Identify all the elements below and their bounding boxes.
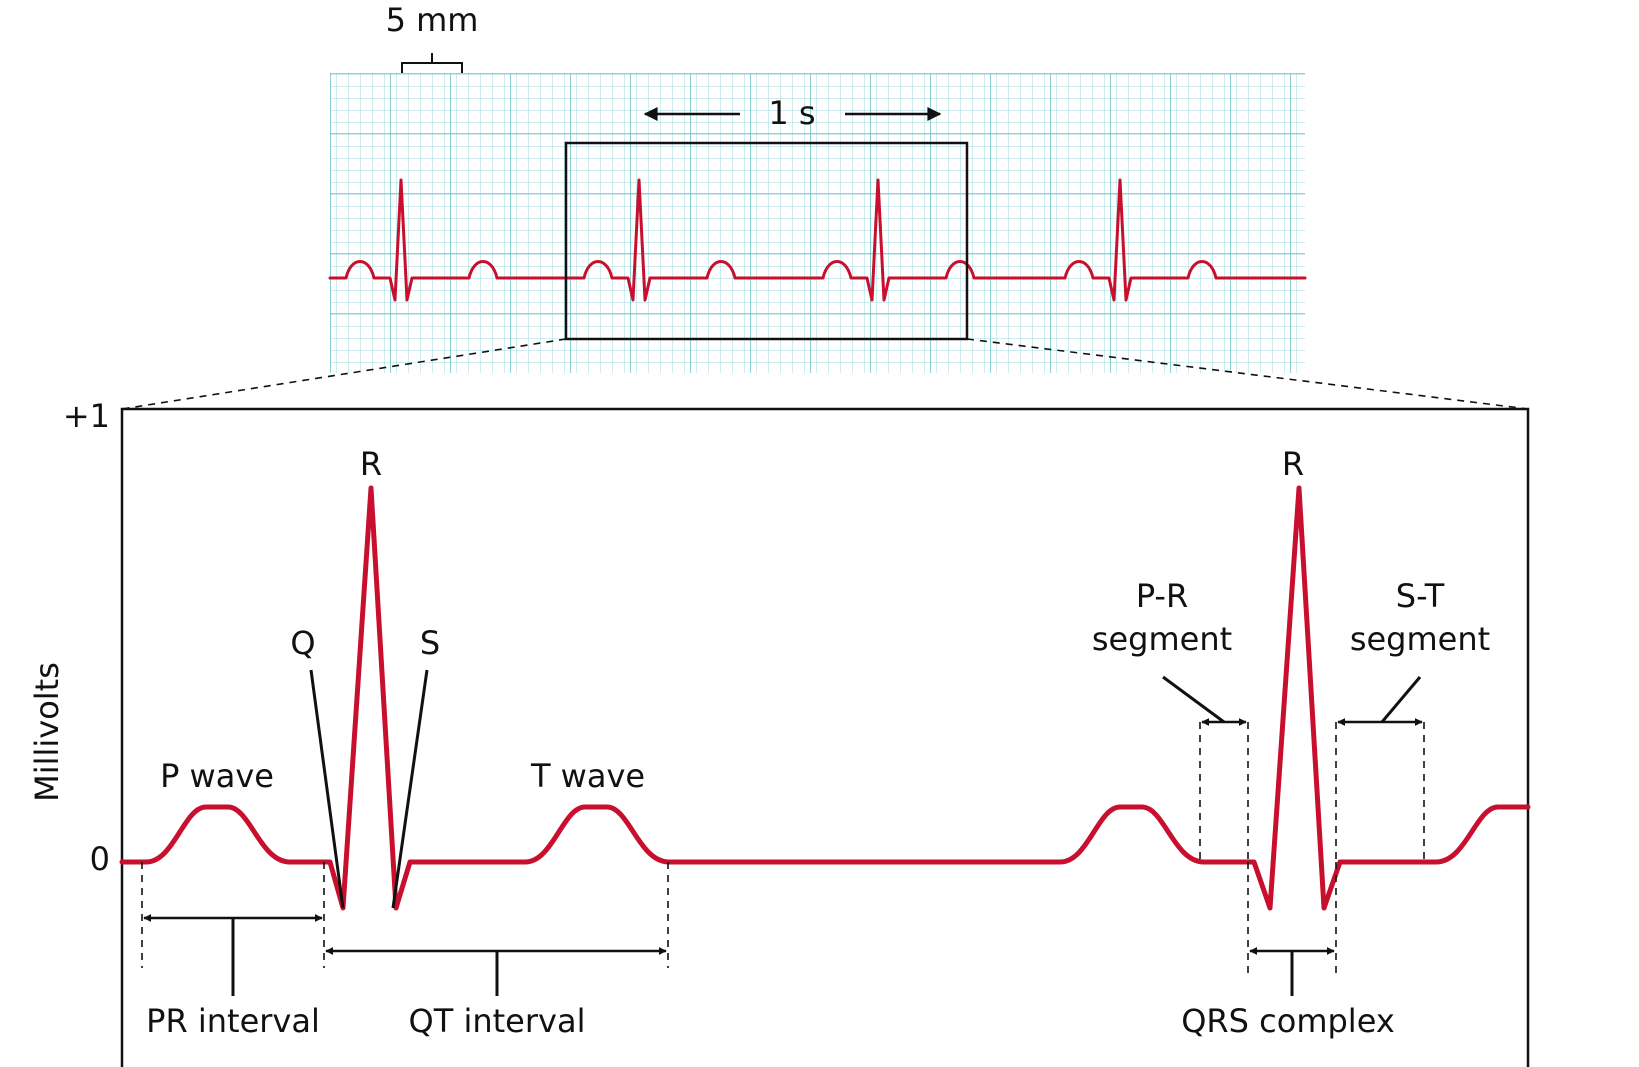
st-segment-leader — [1380, 676, 1422, 723]
pr-segment-leader — [1162, 675, 1225, 724]
time-label: 1 s — [768, 94, 815, 132]
r-peak-label-second: R — [1282, 445, 1304, 483]
strip-ecg-trace — [328, 178, 1307, 302]
detail-ecg-trace — [119, 485, 1531, 911]
p-wave-label: P wave — [160, 757, 274, 795]
s-pointer — [391, 669, 429, 909]
zoom-line-right — [966, 338, 1529, 410]
pr-segment-label-line2: segment — [1092, 620, 1232, 658]
y-axis-top-tick-label: +1 — [63, 397, 110, 435]
magnified-region-box — [564, 141, 969, 341]
ecg-strip: 5 mm 1 s — [121, 1, 1529, 410]
y-axis-title: Millivolts — [28, 662, 66, 802]
detail-frame — [120, 407, 1530, 1067]
st-segment-label-line2: segment — [1350, 620, 1490, 658]
qrs-complex-label: QRS complex — [1181, 1002, 1395, 1040]
s-point-label: S — [420, 624, 440, 662]
r-peak-label: R — [360, 445, 382, 483]
scale-label: 5 mm — [386, 1, 479, 39]
y-axis-zero-tick-label: 0 — [90, 840, 110, 878]
ecg-grid-paper — [330, 73, 1305, 373]
scale-bracket — [401, 53, 463, 73]
pr-interval-label: PR interval — [146, 1002, 320, 1040]
pr-segment-label-line1: P-R — [1136, 577, 1188, 615]
t-wave-label: T wave — [530, 757, 645, 795]
st-segment-label-line1: S-T — [1396, 577, 1445, 615]
q-point-label: Q — [290, 624, 315, 662]
zoom-line-left — [121, 338, 567, 410]
ecg-detail-panel: +1 0 Millivolts P wave R Q S T wave R PR… — [28, 397, 1531, 1067]
qt-interval-label: QT interval — [409, 1002, 586, 1040]
q-pointer — [309, 669, 345, 909]
